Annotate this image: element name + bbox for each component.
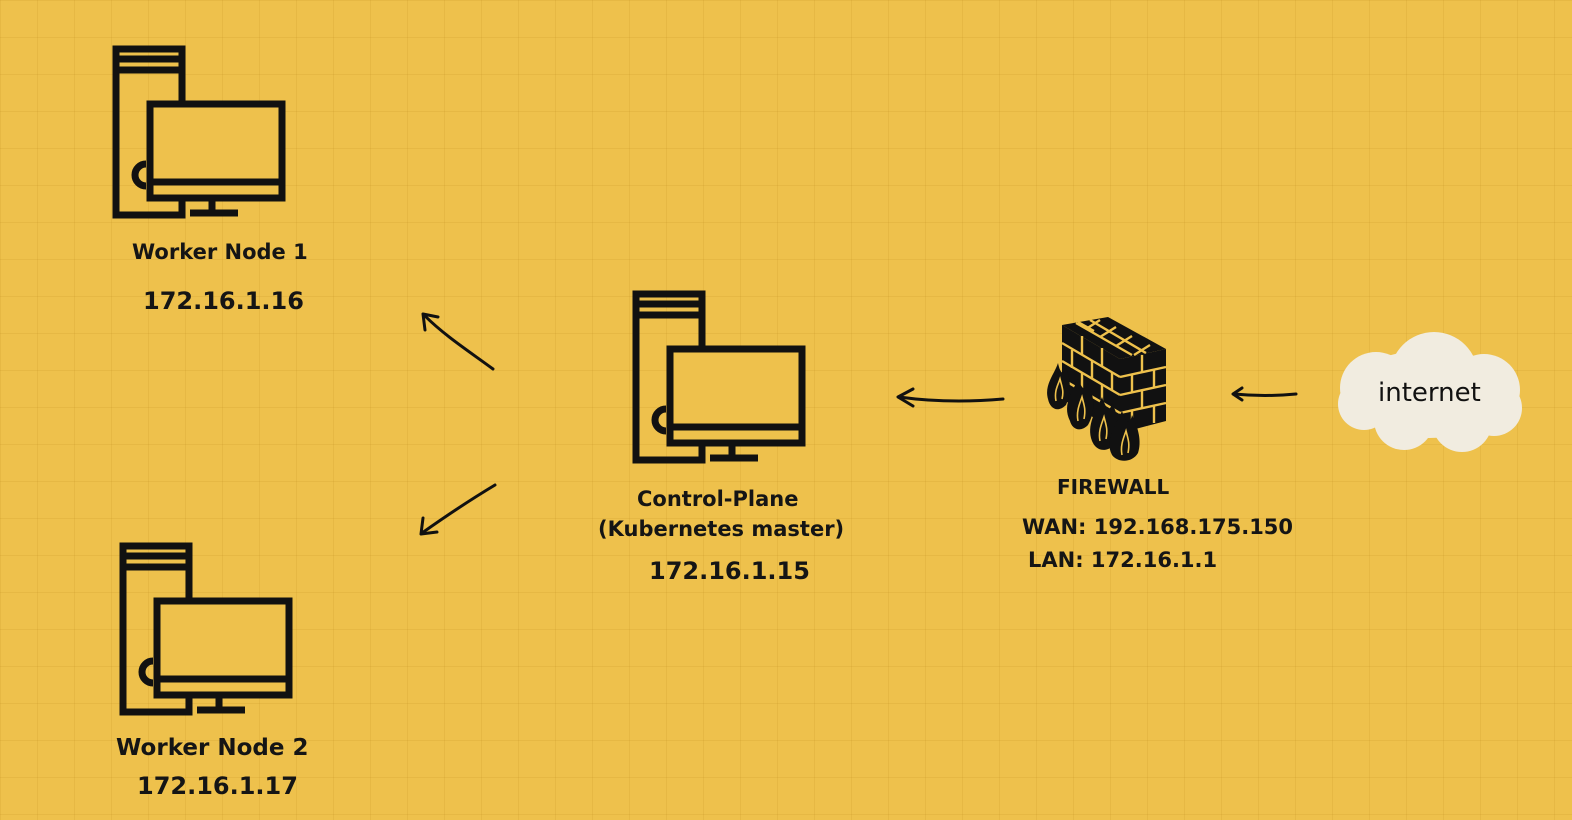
arrow-internet-to-firewall (1231, 386, 1298, 402)
worker-node-2-label: Worker Node 2 (116, 735, 309, 761)
firewall-icon (1042, 315, 1170, 467)
worker-node-1-ip: 172.16.1.16 (143, 287, 304, 315)
firewall-label: FIREWALL (1057, 475, 1170, 499)
arrow-firewall-to-control-plane (896, 387, 1005, 408)
worker-node-1-computer-icon (112, 45, 288, 224)
cloud-icon (1334, 332, 1524, 460)
worker-node-1-label: Worker Node 1 (132, 240, 308, 264)
control-plane-label-line2: (Kubernetes master) (598, 517, 845, 541)
arrow-control-plane-to-worker-1 (421, 312, 495, 371)
firewall-lan-address: LAN: 172.16.1.1 (1028, 548, 1218, 572)
control-plane-ip: 172.16.1.15 (649, 557, 810, 585)
control-plane-computer-icon (632, 290, 808, 469)
internet-label: internet (1378, 378, 1481, 408)
worker-node-2-ip: 172.16.1.17 (137, 772, 298, 800)
arrow-control-plane-to-worker-2 (419, 483, 497, 536)
firewall-wan-address: WAN: 192.168.175.150 (1022, 515, 1294, 539)
control-plane-label-line1: Control-Plane (637, 487, 799, 511)
worker-node-2-computer-icon (119, 542, 295, 721)
